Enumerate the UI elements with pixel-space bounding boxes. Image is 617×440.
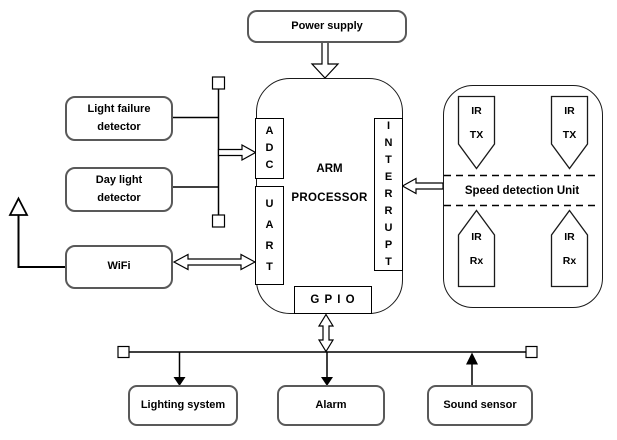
- gpio-bus-arrow-icon: [317, 313, 335, 353]
- interrupt-letter: T: [385, 256, 392, 268]
- speed-detection-unit-box: IR TX IR TX IR Rx IR Rx Speed detection …: [443, 85, 603, 308]
- adc-letter: C: [265, 159, 274, 171]
- bus-handle-right: [525, 345, 538, 359]
- interrupt-port: I N T E R R U P T: [374, 118, 403, 271]
- interrupt-letter: U: [384, 222, 393, 234]
- uart-letter: U: [265, 197, 274, 210]
- arm-title-line2: PROCESSOR: [291, 192, 368, 204]
- day-light-detector-box: Day light detector: [65, 167, 173, 212]
- power-supply-label: Power supply: [291, 19, 363, 32]
- light-failure-label-line1: Light failure: [87, 103, 151, 116]
- interrupt-letter: E: [384, 171, 393, 183]
- ir-rx-left-label: IR Rx: [458, 226, 495, 273]
- speed-unit-label: Speed detection Unit: [464, 185, 580, 197]
- sound-sensor-label: Sound sensor: [443, 398, 517, 411]
- interrupt-letter: T: [385, 154, 392, 166]
- adc-arrow-icon: [217, 143, 257, 162]
- light-failure-detector-box: Light failure detector: [65, 96, 173, 141]
- wifi-uart-arrow-icon: [172, 253, 257, 271]
- ir-tx-right-label: IR TX: [551, 100, 588, 147]
- ir-rx-right-line2: Rx: [562, 254, 577, 267]
- bus-handle-left: [117, 345, 130, 359]
- wifi-box: WiFi: [65, 245, 173, 289]
- day-light-label-line1: Day light: [95, 174, 143, 187]
- adc-letter: A: [265, 125, 274, 137]
- uart-letter: T: [266, 260, 273, 273]
- ir-rx-right-line1: IR: [564, 231, 575, 243]
- speed-unit-inner: IR TX IR TX IR Rx IR Rx Speed detection …: [442, 84, 602, 307]
- wifi-label: WiFi: [107, 260, 131, 273]
- ir-rx-left-line2: Rx: [469, 254, 484, 267]
- antenna-wire: [17, 214, 65, 268]
- power-arrow-icon: [310, 41, 340, 79]
- ir-tx-left-label: IR TX: [458, 100, 495, 147]
- alarm-arrowhead-icon: [321, 377, 333, 386]
- junction-handle-bottom: [211, 214, 226, 228]
- interrupt-letter: R: [384, 205, 393, 217]
- uart-letter: R: [265, 239, 274, 252]
- adc-letter: D: [265, 142, 274, 154]
- gpio-label: G P I O: [310, 294, 356, 306]
- lighting-arrowhead-icon: [173, 377, 186, 386]
- alarm-box: Alarm: [277, 385, 385, 426]
- day-light-label-line2: detector: [97, 191, 141, 204]
- interrupt-letter: R: [384, 188, 393, 200]
- light-failure-label-line2: detector: [97, 120, 141, 133]
- power-supply-box: Power supply: [247, 10, 407, 43]
- arm-processor-box: ARM PROCESSOR A D C U A R T I N T E R R …: [255, 78, 403, 314]
- ir-tx-left-shape: [457, 95, 496, 170]
- arm-processor-title: ARM PROCESSOR: [285, 161, 374, 206]
- alarm-label: Alarm: [315, 398, 347, 411]
- interrupt-letter: I: [386, 120, 391, 132]
- speed-unit-shapes: [444, 95, 600, 288]
- sound-sensor-box: Sound sensor: [427, 385, 533, 426]
- antenna-icon: [8, 196, 29, 216]
- interrupt-arrow-icon: [401, 177, 444, 195]
- gpio-port: G P I O: [294, 286, 372, 314]
- uart-port: U A R T: [255, 186, 284, 285]
- adc-port: A D C: [255, 118, 284, 179]
- sound-arrowhead-icon: [466, 352, 478, 365]
- interrupt-letter: N: [384, 137, 393, 149]
- ir-tx-left-line1: IR: [471, 105, 482, 117]
- lighting-system-label: Lighting system: [140, 398, 226, 411]
- lighting-system-box: Lighting system: [128, 385, 238, 426]
- ir-rx-right-label: IR Rx: [551, 226, 588, 273]
- interrupt-letter: P: [384, 239, 393, 251]
- ir-tx-right-shape: [550, 95, 589, 170]
- arm-title-line1: ARM: [316, 163, 343, 175]
- uart-letter: A: [265, 218, 274, 231]
- ir-tx-left-line2: TX: [469, 128, 484, 141]
- junction-handle-top: [211, 76, 226, 90]
- ir-tx-right-line1: IR: [564, 105, 575, 117]
- ir-rx-right-shape: [550, 209, 589, 288]
- ir-tx-right-line2: TX: [562, 128, 577, 141]
- ir-rx-left-line1: IR: [471, 231, 482, 243]
- ir-rx-left-shape: [457, 209, 496, 288]
